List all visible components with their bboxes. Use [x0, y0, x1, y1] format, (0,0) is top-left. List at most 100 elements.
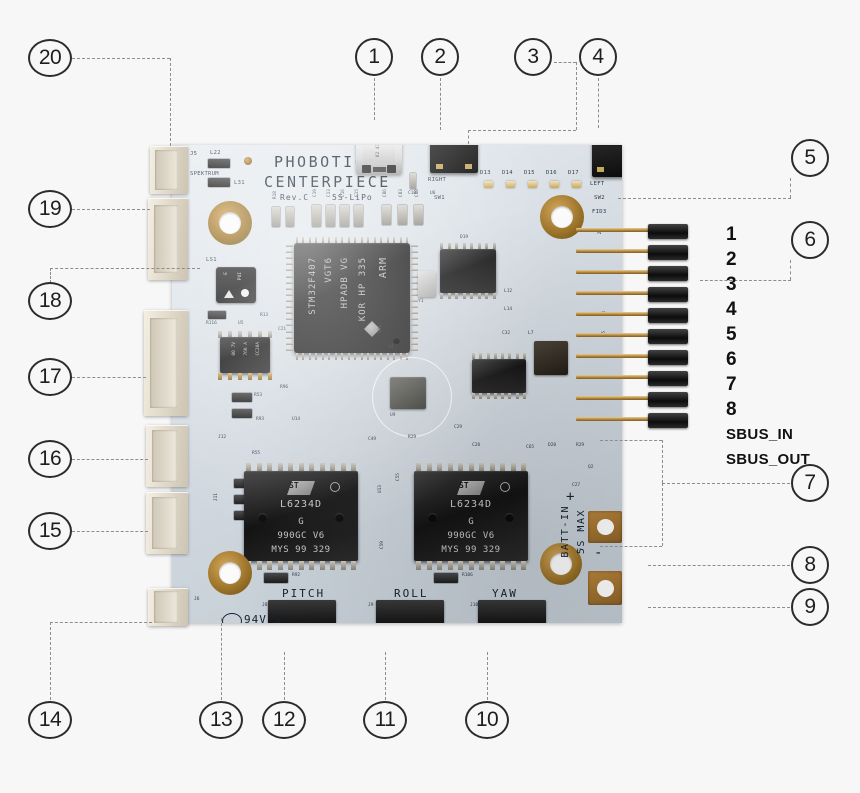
test-point-top — [244, 157, 252, 165]
silk-batt-plus: + — [566, 489, 576, 505]
leader-15 — [72, 531, 148, 532]
driver-left-lot1: 990GC V6 — [277, 531, 325, 541]
silk-brand: PHOBOTIC — [274, 153, 367, 171]
smd-l22 — [208, 159, 230, 168]
leader-14-h — [50, 622, 152, 623]
leader-10 — [487, 652, 488, 700]
crystal-y1 — [418, 271, 436, 297]
leader-19 — [72, 209, 150, 210]
ul-logo-icon — [222, 613, 242, 623]
smd-c80 — [414, 205, 423, 225]
silk-c59: C59 — [380, 541, 385, 550]
leader-5-v — [790, 178, 791, 198]
callout-8[interactable]: 8 — [791, 546, 829, 584]
silk-u9: U9 — [390, 413, 396, 418]
callout-5[interactable]: 5 — [791, 139, 829, 177]
leader-3-v — [576, 62, 577, 130]
leader-13 — [221, 618, 222, 700]
u5-legs-top — [218, 331, 272, 338]
silk-c10: C10 — [408, 191, 417, 196]
silk-sw2: SW2 — [594, 195, 605, 201]
callout-2[interactable]: 2 — [421, 38, 459, 76]
smd-c86 — [382, 205, 391, 225]
leader-12 — [284, 652, 285, 700]
leader-11 — [385, 652, 386, 700]
connector-j11b[interactable] — [146, 492, 188, 554]
driver-right-grade: G — [468, 517, 474, 527]
pin-legend: 1 2 3 4 5 6 7 8 SBUS_IN SBUS_OUT — [726, 222, 810, 472]
ic-u11-legs-top — [440, 243, 496, 249]
callout-17[interactable]: 17 — [28, 358, 72, 396]
output-pin-header[interactable] — [576, 224, 688, 434]
silk-c21: C21 — [278, 327, 287, 332]
silk-yaw: YAW — [492, 587, 518, 600]
u5-legs-bottom — [218, 373, 272, 380]
mounting-hole-top-right — [540, 195, 584, 239]
driver-left-part: L6234D — [279, 499, 323, 510]
pin-label-8: 8 — [726, 399, 737, 420]
smd-r93 — [232, 409, 252, 418]
callout-10[interactable]: 10 — [465, 701, 509, 739]
silk-u4: U4 — [388, 345, 394, 350]
silk-u6: U6 — [430, 191, 436, 196]
connector-j13[interactable] — [148, 198, 188, 280]
callout-1[interactable]: 1 — [355, 38, 393, 76]
callout-13[interactable]: 13 — [199, 701, 243, 739]
silk-d13: D13 — [480, 170, 491, 176]
smd-c16 — [340, 205, 349, 227]
callout-18[interactable]: 18 — [28, 282, 72, 320]
leader-6-v — [790, 260, 791, 280]
connector-j5-spektrum[interactable] — [150, 146, 188, 194]
callout-12[interactable]: 12 — [262, 701, 306, 739]
driver-right-lot1: 990GC V6 — [447, 531, 495, 541]
leader-1 — [374, 78, 375, 120]
callout-20[interactable]: 20 — [28, 39, 72, 77]
silk-ls1: LS1 — [206, 257, 217, 263]
usb-marking: 02 412 — [376, 145, 381, 158]
silk-r29b: R29 — [408, 435, 417, 440]
silk-d20: D20 — [548, 443, 557, 448]
leader-16 — [72, 459, 148, 460]
callout-19[interactable]: 19 — [28, 190, 72, 228]
header-pitch[interactable] — [268, 600, 336, 623]
buzzer-label-e: E — [224, 272, 229, 275]
callout-3[interactable]: 3 — [514, 38, 552, 76]
silk-c32: C32 — [502, 331, 511, 336]
callout-6[interactable]: 6 — [791, 221, 829, 259]
leader-7-v — [662, 483, 663, 546]
smd-l31 — [208, 178, 230, 187]
silk-r93: R93 — [256, 417, 265, 422]
silk-fid3: FID3 — [592, 209, 607, 215]
connector-j6[interactable] — [148, 588, 188, 626]
callout-15[interactable]: 15 — [28, 512, 72, 550]
connector-j12[interactable] — [144, 310, 188, 416]
silk-c13: C13 — [327, 189, 332, 198]
silk-j7: J7 — [576, 549, 582, 554]
header-roll[interactable] — [376, 600, 444, 623]
ic-u17-legs-bottom — [472, 393, 526, 399]
header-yaw[interactable] — [478, 600, 546, 623]
led-d16 — [550, 181, 559, 188]
switch-left[interactable] — [592, 145, 622, 177]
callout-16[interactable]: 16 — [28, 440, 72, 478]
switch-right[interactable] — [430, 145, 478, 173]
silk-c19: C19 — [313, 189, 318, 198]
callout-7[interactable]: 7 — [791, 464, 829, 502]
smd-c10 — [410, 173, 416, 189]
connector-j11[interactable] — [146, 425, 188, 487]
led-d15 — [528, 181, 537, 188]
callout-4[interactable]: 4 — [579, 38, 617, 76]
callout-11[interactable]: 11 — [363, 701, 407, 739]
callout-9[interactable]: 9 — [791, 588, 829, 626]
silk-batt-max: 5S MAX — [576, 509, 587, 555]
silk-power-rating: 5S-LiPo — [332, 193, 373, 202]
leader-6-h — [700, 280, 791, 281]
silk-c65: C65 — [526, 445, 535, 450]
silk-j11b: J11 — [214, 493, 219, 502]
smd-c19 — [312, 205, 321, 227]
silk-r55: R55 — [252, 451, 261, 456]
imu-circle-marking — [372, 357, 452, 437]
silk-r106: R106 — [462, 573, 473, 578]
callout-14[interactable]: 14 — [28, 701, 72, 739]
silk-l12: L12 — [504, 289, 513, 294]
